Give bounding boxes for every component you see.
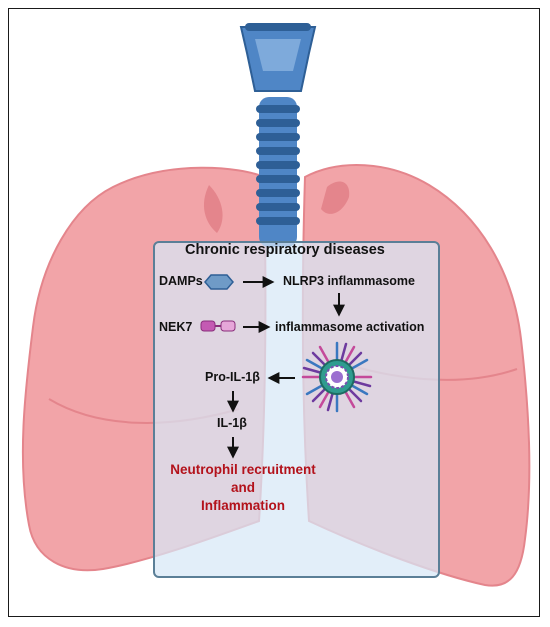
outcome-line-2: and [230, 480, 255, 495]
disease-panel [153, 241, 440, 578]
nlrp3-label: NLRP3 inflammasome [283, 274, 415, 288]
trachea-icon [239, 23, 317, 247]
figure-frame: Chronic respiratory diseases DAMPs NLRP3… [8, 8, 540, 617]
damps-label: DAMPs [159, 274, 203, 288]
pro-il1b-label: Pro-IL-1β [205, 370, 260, 384]
outcome-line-1: Neutrophil recruitment [170, 462, 316, 477]
activation-label: inflammasome activation [275, 320, 425, 334]
panel-title: Chronic respiratory diseases [185, 242, 385, 258]
il1b-label: IL-1β [217, 416, 247, 430]
nek7-label: NEK7 [159, 320, 193, 334]
left-lung-highlight [203, 185, 223, 233]
outcome-line-3: Inflammation [200, 498, 285, 513]
right-lung-highlight [321, 181, 350, 214]
